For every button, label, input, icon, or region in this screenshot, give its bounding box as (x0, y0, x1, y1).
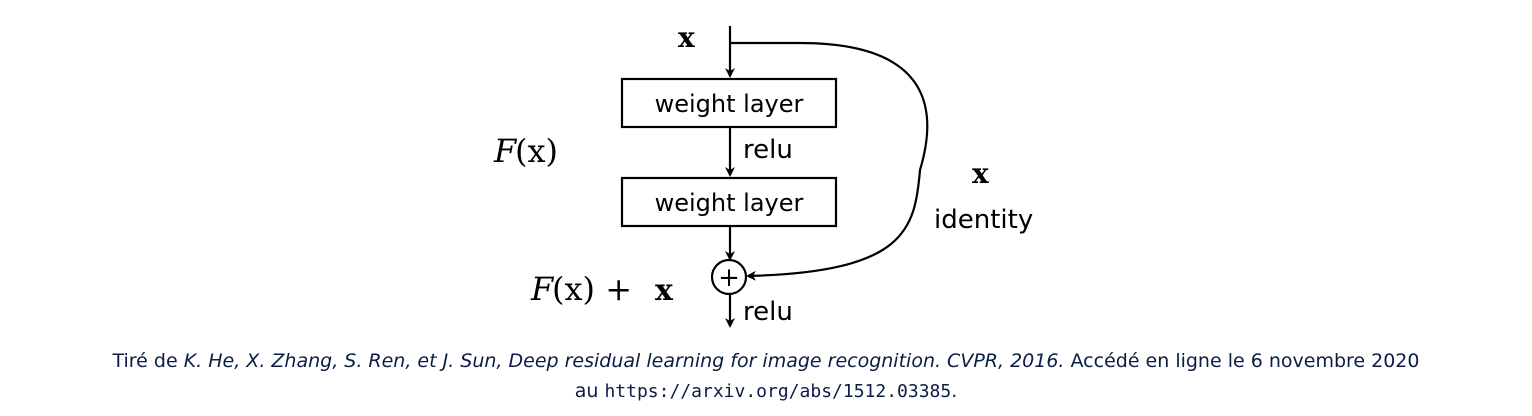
svg-text:F: F (530, 270, 555, 308)
svg-text:(x) +: (x) + (552, 270, 632, 308)
caption-line2-suffix: . (951, 380, 958, 402)
plus-icon: + (718, 263, 740, 293)
caption-citation: K. He, X. Zhang, S. Ren, et J. Sun, Deep… (183, 350, 1065, 372)
residual-function-label: F (x) (493, 132, 558, 170)
figure-caption: Tiré de K. He, X. Zhang, S. Ren, et J. S… (0, 346, 1532, 407)
svg-text:x: x (655, 273, 674, 308)
identity-label: identity (934, 205, 1033, 235)
caption-line-1: Tiré de K. He, X. Zhang, S. Ren, et J. S… (0, 346, 1532, 376)
identity-x-label: x (972, 157, 989, 190)
svg-text:F: F (493, 132, 518, 170)
relu-out-label: relu (743, 297, 793, 327)
weight-layer-2-label: weight layer (655, 189, 804, 217)
input-x-label: x (678, 21, 695, 54)
caption-line2-prefix: au (574, 380, 605, 402)
identity-skip-arrow (730, 41, 929, 281)
svg-text:(x): (x) (515, 132, 558, 170)
weight-layer-1-label: weight layer (655, 90, 804, 118)
relu-mid-label: relu (743, 135, 793, 165)
caption-url-link[interactable]: https://arxiv.org/abs/1512.03385 (604, 381, 952, 402)
weight-layer-2-box (620, 176, 838, 228)
residual-sum-label: F (x) + x (530, 270, 674, 308)
caption-access-date: Accédé en ligne le 6 novembre 2020 (1064, 350, 1420, 372)
residual-block-diagram: x weight layer relu weight layer + relu … (493, 21, 1033, 328)
caption-prefix: Tiré de (112, 350, 184, 372)
caption-line-2: au https://arxiv.org/abs/1512.03385. (0, 376, 1532, 407)
